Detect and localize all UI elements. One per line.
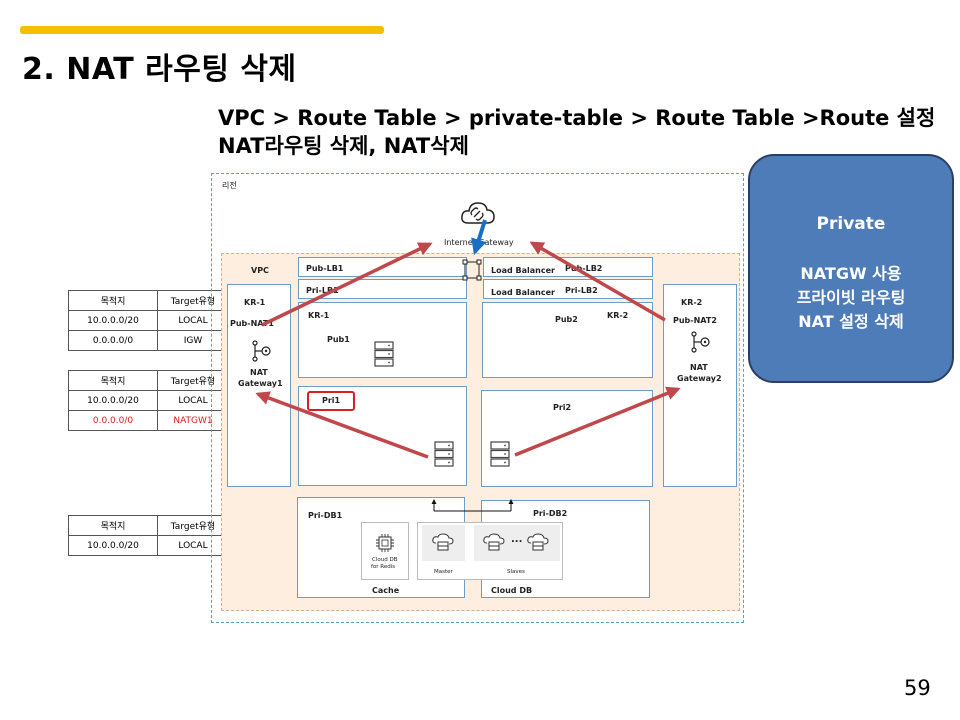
subnet-label-pri-db1: Pri-DB1 <box>308 511 343 520</box>
arrow-pri2-to-nat2 <box>514 386 681 457</box>
subnet-label-pri2: Pri2 <box>553 403 572 412</box>
subtitle-path: VPC > Route Table > private-table > Rout… <box>218 106 936 130</box>
db-slave-icon <box>483 533 505 551</box>
title-accent-bar <box>20 26 384 34</box>
zone-label-kr1-inner: KR-1 <box>308 311 330 320</box>
nat-gateway1-label-line1: NAT <box>250 368 268 377</box>
subnet-label-pri-db2: Pri-DB2 <box>533 509 568 518</box>
subnet-label-pub-nat1: Pub-NAT1 <box>230 319 274 328</box>
subnet-label-pub-lb2: Pub-LB2 <box>565 264 603 273</box>
private-callout: Private NATGW 사용 프라이빗 라우팅 NAT 설정 삭제 <box>748 154 954 383</box>
cloud-db-label: Cloud DB <box>491 586 533 595</box>
callout-heading: Private <box>816 214 886 234</box>
load-balancer-icon <box>462 259 482 281</box>
subnet-label-pri1: Pri1 <box>322 396 341 405</box>
zone-label-kr1: KR-1 <box>244 298 266 307</box>
callout-line2: 프라이빗 라우팅 <box>796 288 906 307</box>
internet-gateway-icon <box>461 202 495 224</box>
master-label: Master <box>434 569 453 575</box>
arrow-nat1-to-igw <box>261 242 433 327</box>
server-icon <box>490 441 510 467</box>
subnet-label-pub1: Pub1 <box>327 335 350 344</box>
route-table-db: 목적지 Target유형 10.0.0.0/20 LOCAL <box>68 515 229 556</box>
subnet-pri2 <box>481 390 653 487</box>
subnet-pub-nat2 <box>663 284 737 487</box>
subnet-label-pub-nat2: Pub-NAT2 <box>673 316 717 325</box>
db-slave-icon <box>527 533 549 551</box>
subnet-label-pri-lb2: Pri-LB2 <box>565 286 598 295</box>
redis-label-line2: for Redis <box>371 564 396 570</box>
slaves-ellipsis: ... <box>511 534 523 545</box>
server-icon <box>374 341 394 367</box>
callout-line1: NATGW 사용 <box>800 264 902 283</box>
zone-label-kr2-inner: KR-2 <box>607 311 629 320</box>
subtitle-action: NAT라우팅 삭제, NAT삭제 <box>218 134 469 158</box>
load-balancer-label-2: Load Balancer <box>491 288 555 297</box>
nat-gateway2-label-line1: NAT <box>690 363 708 372</box>
subnet-pub2 <box>482 302 653 378</box>
pri1-highlight-box <box>307 391 355 411</box>
subnet-label-pri-lb1: Pri-LB1 <box>306 286 339 295</box>
redis-label-line1: Cloud DB <box>372 557 398 563</box>
region-label: 리전 <box>222 181 237 190</box>
callout-line3: NAT 설정 삭제 <box>798 312 904 331</box>
zone-label-kr2: KR-2 <box>681 298 703 307</box>
arrow-pri1-to-nat1 <box>255 391 429 459</box>
page-number: 59 <box>904 676 931 700</box>
nat-gateway1-label-line2: Gateway1 <box>238 379 283 388</box>
page-title: 2. NAT 라우팅 삭제 <box>22 52 297 87</box>
subnet-label-pub2: Pub2 <box>555 315 578 324</box>
arrow-nat2-to-igw <box>529 241 666 322</box>
subnet-pub-lb2 <box>483 257 653 277</box>
load-balancer-label-1: Load Balancer <box>491 266 555 275</box>
vpc-label: VPC <box>251 266 269 275</box>
nat-gateway1-icon <box>252 340 271 362</box>
nat-gateway2-icon <box>691 331 710 353</box>
slaves-label: Slaves <box>507 569 525 575</box>
subnet-pri-lb2 <box>483 279 653 299</box>
region-boundary <box>211 173 744 623</box>
redis-chip-icon <box>376 534 394 552</box>
arrow-igw-to-lb <box>471 219 487 256</box>
cache-label: Cache <box>372 586 400 595</box>
subnet-pri-lb1 <box>298 279 467 299</box>
subnet-label-pub-lb1: Pub-LB1 <box>306 264 344 273</box>
server-icon <box>434 441 454 467</box>
nat-gateway2-label-line2: Gateway2 <box>677 374 722 383</box>
db-master-icon <box>432 533 454 551</box>
